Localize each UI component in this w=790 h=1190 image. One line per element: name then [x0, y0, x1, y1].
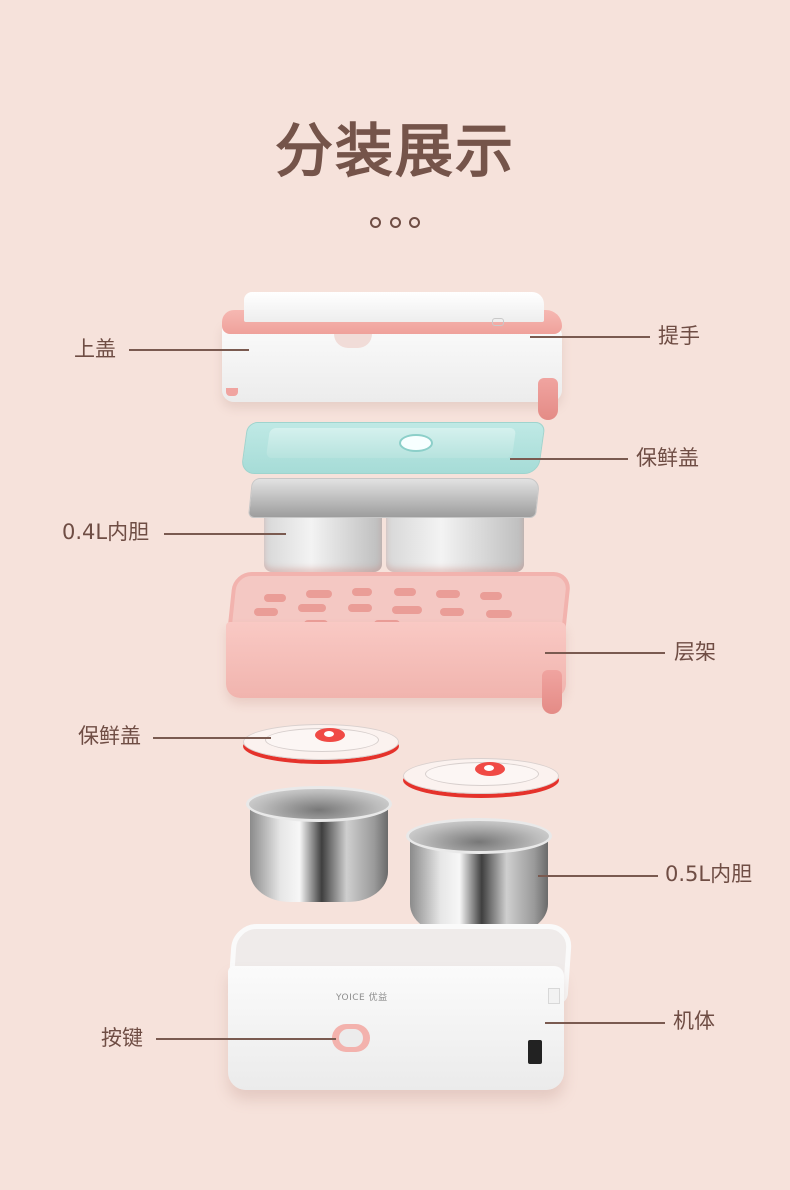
power-button-icon [332, 1024, 370, 1052]
leader-line [530, 336, 650, 338]
rect-fresh-lid-image [240, 418, 546, 476]
label-rect-fresh-lid: 保鲜盖 [636, 446, 699, 470]
top-lid-image [222, 292, 566, 420]
logo-icon [492, 318, 504, 326]
title-decoration [370, 217, 420, 229]
round-fresh-lid-image [243, 716, 401, 762]
inner-pot-image [246, 786, 394, 904]
label-inner-pot-05: 0.5L内胆 [665, 862, 753, 886]
label-button: 按键 [101, 1026, 143, 1050]
leader-line [153, 737, 271, 739]
body-unit-image: YOICE 优益 [226, 920, 573, 1100]
label-top-lid: 上盖 [74, 337, 116, 361]
inner-pot-image [406, 818, 554, 936]
circle-icon [370, 217, 381, 228]
valve-icon [399, 434, 433, 452]
latch-clip [538, 378, 558, 420]
inner-tray-image [247, 478, 541, 576]
leader-line [545, 1022, 665, 1024]
leader-line [164, 533, 286, 535]
valve-icon [315, 728, 345, 742]
circle-icon [409, 217, 420, 228]
label-body: 机体 [673, 1009, 715, 1033]
label-handle: 提手 [658, 324, 700, 348]
leader-line [538, 875, 658, 877]
circle-icon [389, 217, 401, 228]
leader-line [156, 1038, 336, 1040]
valve-icon [475, 762, 505, 776]
shelf-image [224, 570, 572, 720]
label-shelf: 层架 [674, 640, 716, 664]
latch-clip [542, 670, 562, 714]
power-port [528, 1040, 542, 1064]
label-round-fresh-lid: 保鲜盖 [78, 724, 141, 748]
round-fresh-lid-image [403, 750, 561, 796]
leader-line [510, 458, 628, 460]
leader-line [545, 652, 665, 654]
label-inner-tray-04: 0.4L内胆 [62, 520, 150, 544]
page-title: 分装展示 [274, 117, 515, 185]
brand-mark: YOICE 优益 [336, 993, 388, 1003]
leader-line [129, 349, 249, 351]
